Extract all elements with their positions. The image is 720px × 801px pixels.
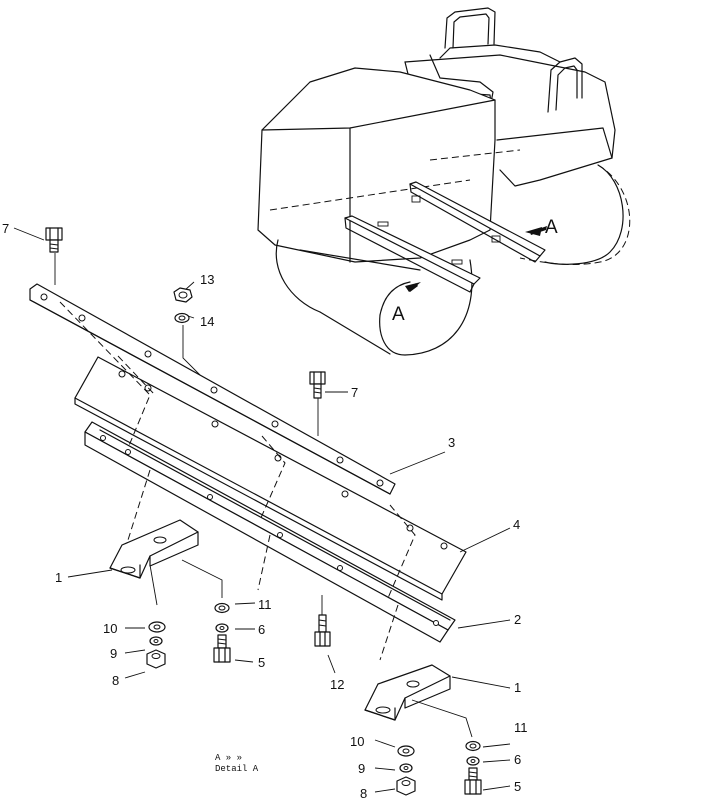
bolt-part-5 — [464, 767, 482, 795]
view-a-label: A — [392, 304, 405, 325]
callout-6: 6 — [258, 622, 265, 637]
caption-title: Detail A — [215, 764, 259, 774]
bolt-part-7 — [309, 371, 326, 399]
washer-part-14 — [174, 312, 190, 324]
callout-8: 8 — [360, 786, 367, 801]
callout-7: 7 — [351, 385, 358, 400]
callout-11: 11 — [258, 597, 272, 612]
callout-9: 9 — [110, 646, 117, 661]
callout-11: 11 — [514, 720, 528, 735]
callout-13: 13 — [200, 272, 214, 287]
callout-2: 2 — [514, 612, 521, 627]
callout-3: 3 — [448, 435, 455, 450]
bracket-part-1 — [364, 664, 451, 721]
bracket-part-1 — [109, 519, 199, 579]
nut-part-8 — [396, 776, 416, 796]
spring-washer-part-9 — [149, 636, 163, 646]
leader-lines — [13, 227, 511, 793]
roller-machine-illustration — [257, 7, 631, 356]
part-3-bar — [29, 283, 396, 495]
callout-10: 10 — [103, 621, 117, 636]
washer-part-10 — [148, 621, 166, 633]
callout-14: 14 — [200, 314, 214, 329]
bolt-part-5 — [213, 634, 231, 663]
callout-9: 9 — [358, 761, 365, 776]
nut-part-8 — [146, 649, 166, 669]
washer-part-11 — [465, 740, 481, 752]
callout-1: 1 — [55, 570, 62, 585]
callout-1: 1 — [514, 680, 521, 695]
callout-6: 6 — [514, 752, 521, 767]
callout-5: 5 — [514, 779, 521, 794]
spring-washer-part-9 — [399, 763, 413, 773]
callout-12: 12 — [330, 677, 344, 692]
spring-washer-part-6 — [466, 756, 480, 766]
view-a-label: A — [545, 217, 558, 238]
bolt-part-12 — [314, 614, 331, 647]
view-arrow-icon — [405, 282, 421, 292]
washer-part-10 — [397, 745, 415, 757]
bolt-part-7 — [45, 227, 63, 253]
part-4-plate — [74, 356, 467, 609]
part-2-rail — [84, 421, 456, 643]
spring-washer-part-6 — [215, 623, 229, 633]
nut-part-13 — [173, 287, 193, 303]
callout-5: 5 — [258, 655, 265, 670]
callout-10: 10 — [350, 734, 364, 749]
callout-8: 8 — [112, 673, 119, 688]
washer-part-11 — [214, 602, 230, 614]
callout-4: 4 — [513, 517, 520, 532]
callout-7: 7 — [2, 221, 9, 236]
view-arrow-icon — [525, 226, 547, 236]
assembly-lines — [59, 301, 416, 661]
caption-code: A » » — [215, 753, 242, 763]
